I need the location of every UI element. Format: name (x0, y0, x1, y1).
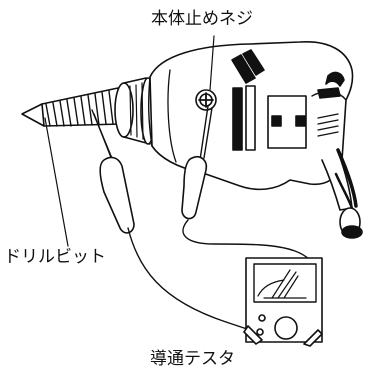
continuity-tester (243, 257, 323, 347)
label-body-screw: 本体止めネジ (151, 9, 253, 29)
drill-body (147, 35, 363, 239)
label-continuity-tester: 導通テスタ (150, 349, 235, 369)
body-screw (195, 89, 217, 111)
screw-leader-line (209, 35, 215, 91)
drill-bit-leader-line (44, 117, 69, 247)
label-drill-bit: ドリルビット (4, 247, 106, 267)
probe-left (91, 109, 251, 331)
drill-bit-flutes (45, 90, 114, 127)
vent-slots (231, 49, 265, 151)
drill-handle (311, 71, 363, 239)
drill-bit (21, 87, 123, 247)
switch-panel (267, 95, 307, 149)
